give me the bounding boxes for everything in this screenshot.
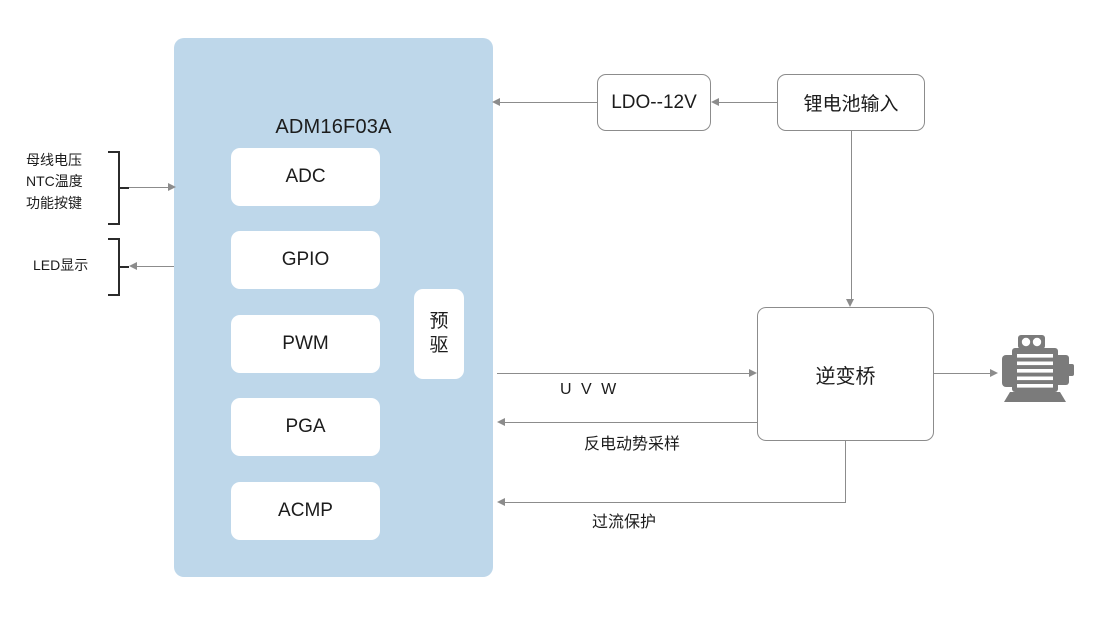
inverter-bridge-label: 逆变桥: [815, 365, 876, 388]
connector-inputs-to-mcu-arrowhead: [168, 183, 176, 191]
module-adc: ADC: [231, 148, 380, 206]
input-signal-function-key: 功能按键: [26, 194, 82, 211]
led-display-brace-stem: [119, 266, 129, 268]
module-gpio: GPIO: [231, 231, 380, 289]
connector-back-emf-label: 反电动势采样: [584, 436, 681, 453]
connector-battery-to-ldo-arrowhead: [711, 98, 719, 106]
connector-overcurrent-label: 过流保护: [592, 514, 657, 531]
connector-battery-to-ldo: [719, 102, 777, 103]
input-signals-brace-stem: [119, 187, 129, 189]
connector-back-emf-arrowhead: [497, 418, 505, 426]
module-gpio-label: GPIO: [281, 249, 330, 270]
predriver-label-line2: 驱: [429, 335, 449, 356]
connector-ldo-to-mcu-arrowhead: [492, 98, 500, 106]
connector-overcurrent-horizontal: [505, 502, 846, 503]
module-adc-label: ADC: [285, 166, 326, 187]
ldo-block: LDO--12V: [597, 74, 711, 131]
connector-mcu-to-led-arrowhead: [129, 262, 137, 270]
connector-inputs-to-mcu: [129, 187, 170, 188]
module-acmp: ACMP: [231, 482, 380, 540]
connector-uvw: [497, 373, 749, 374]
connector-inverter-to-motor: [934, 373, 992, 374]
connector-uvw-arrowhead: [749, 369, 757, 377]
module-pwm: PWM: [231, 315, 380, 373]
input-signal-bus-voltage: 母线电压: [26, 152, 82, 168]
ldo-label: LDO--12V: [611, 91, 697, 113]
connector-mcu-to-led: [137, 266, 174, 267]
predriver-label-line1: 预: [429, 310, 449, 332]
connector-battery-to-inverter: [851, 131, 852, 299]
led-display-label: LED显示: [33, 257, 89, 273]
connector-inverter-to-motor-arrowhead: [990, 369, 998, 377]
module-acmp-label: ACMP: [278, 500, 333, 521]
module-pwm-label: PWM: [282, 333, 329, 354]
connector-uvw-label: U V W: [560, 381, 619, 398]
connector-back-emf: [505, 422, 757, 423]
motor-icon: [1002, 335, 1074, 402]
connector-ldo-to-mcu: [500, 102, 597, 103]
connector-battery-to-inverter-arrowhead: [846, 299, 854, 307]
input-signals-label: 母线电压 NTC温度 功能按键: [26, 150, 83, 214]
module-pga: PGA: [231, 398, 380, 456]
battery-input-block: 锂电池输入: [777, 74, 925, 131]
connector-overcurrent-arrowhead: [497, 498, 505, 506]
input-signal-ntc-temperature: NTC温度: [26, 173, 83, 190]
battery-input-label: 锂电池输入: [803, 94, 899, 115]
module-pga-label: PGA: [285, 416, 326, 437]
predriver-block: 预 驱: [414, 289, 464, 379]
mcu-title: ADM16F03A: [275, 116, 392, 138]
inverter-bridge-block: 逆变桥: [757, 307, 934, 441]
connector-overcurrent-vertical: [845, 441, 846, 502]
